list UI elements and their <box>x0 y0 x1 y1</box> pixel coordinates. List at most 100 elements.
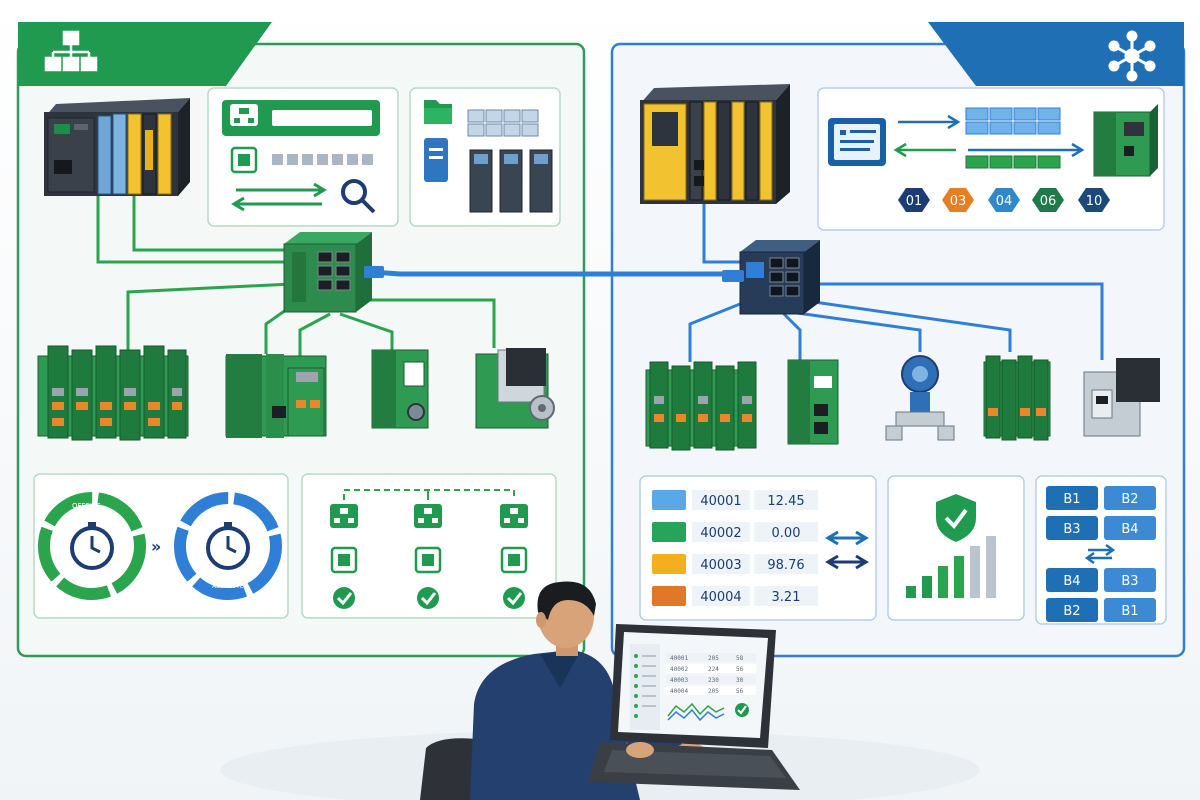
laptop-cell: 40002 <box>670 666 688 673</box>
modules-card <box>409 87 561 227</box>
data-mapping-card: 01 03 04 06 10 <box>817 87 1165 231</box>
signal-strength-icon <box>906 536 996 598</box>
plc-rack <box>44 98 190 196</box>
byte-tile: B3 <box>1104 568 1156 592</box>
chip-icon <box>230 146 258 174</box>
byte-swap-arrows <box>1084 543 1116 565</box>
laptop-cell: 40001 <box>670 655 688 662</box>
unit-id-3: 04 <box>988 188 1020 212</box>
ring-label-offsite: OFFSITE <box>72 502 101 510</box>
remote-io-coupler-right <box>787 359 839 445</box>
byte-tile: B2 <box>1046 598 1098 622</box>
register-grid-blue <box>965 107 1061 135</box>
register-color-swatch <box>652 554 686 574</box>
laptop-cell: 205 <box>708 688 719 695</box>
byte-tile: B4 <box>1046 568 1098 592</box>
byte-label: B2 <box>1063 604 1080 619</box>
ring-label-absolute: ABSOLUTE <box>212 583 244 590</box>
right-cables <box>688 204 1104 362</box>
ethernet-switch-right <box>739 240 820 315</box>
search-icon <box>341 179 376 214</box>
byte-tile: B1 <box>1046 486 1098 510</box>
register-value: 0.00 <box>772 526 801 541</box>
redundancy-card <box>301 473 557 619</box>
io-terminal-block-right-2 <box>983 355 1051 441</box>
register-address: 40002 <box>700 526 741 541</box>
timing-card: OFFSITE » ABSOLUTE <box>33 473 289 619</box>
engineer-hair <box>537 581 596 620</box>
byte-tile: B1 <box>1104 598 1156 622</box>
stopwatch-icon-right <box>206 522 250 570</box>
laptop-cell: 40004 <box>670 688 688 695</box>
stopwatch-icon-left <box>70 522 114 570</box>
shield-check-icon <box>936 494 976 542</box>
laptop-cell: 230 <box>708 677 719 684</box>
unit-id-1: 01 <box>898 188 930 212</box>
ring-arrow-chevrons: » <box>151 537 161 556</box>
register-value: 12.45 <box>767 494 804 509</box>
svg-text:04: 04 <box>996 194 1013 209</box>
register-address: 40004 <box>700 590 741 605</box>
laptop-cell: 58 <box>736 655 744 662</box>
byte-tile: B4 <box>1104 516 1156 540</box>
hierarchy-icon <box>44 30 98 72</box>
data-frame-icon <box>828 118 886 166</box>
swap-arrows <box>825 530 869 570</box>
servo-motor-right <box>1083 358 1160 437</box>
io-module-set <box>469 149 553 213</box>
register-row: 40002 0.00 <box>652 522 818 542</box>
left-panel: OFFSITE » ABSOLUTE <box>16 22 586 658</box>
byte-label: B4 <box>1063 574 1080 589</box>
byte-label: B4 <box>1121 522 1138 537</box>
register-grid-green <box>965 155 1061 169</box>
byte-tile: B3 <box>1046 516 1098 540</box>
byte-label: B2 <box>1121 492 1138 507</box>
unit-id-5: 10 <box>1078 188 1110 212</box>
laptop-cell: 30 <box>736 677 744 684</box>
folder-icon <box>424 100 452 124</box>
unit-id-4: 06 <box>1032 188 1064 212</box>
byte-label: B1 <box>1121 604 1138 619</box>
document-icon <box>424 138 448 182</box>
trend-line-green <box>667 702 725 717</box>
laptop-cell: 224 <box>708 666 719 673</box>
trunk-cable <box>364 266 744 282</box>
right-panel-header-tab <box>928 22 1184 86</box>
register-address: 40001 <box>700 494 741 509</box>
right-panel: 01 03 04 06 10 <box>610 22 1186 658</box>
exchange-arrows-icon <box>231 182 327 212</box>
laptop-cell: 205 <box>708 655 719 662</box>
svg-text:03: 03 <box>950 194 967 209</box>
security-card <box>887 475 1025 621</box>
register-color-swatch <box>652 490 686 510</box>
register-color-swatch <box>652 586 686 606</box>
byte-tile: B2 <box>1104 486 1156 510</box>
servo-motor-left <box>475 348 555 429</box>
laptop-cell: 40003 <box>670 677 688 684</box>
node-stack-3 <box>500 504 528 609</box>
io-terminal-block-right <box>645 361 757 451</box>
pressure-transmitter <box>885 355 955 441</box>
laptop-table-row: 40001 205 58 <box>666 653 756 662</box>
svg-text:10: 10 <box>1086 194 1103 209</box>
byte-label: B3 <box>1063 522 1080 537</box>
memory-grid <box>467 109 539 137</box>
node-stack-1 <box>330 504 358 609</box>
compact-controller <box>1093 104 1158 177</box>
trend-line-blue <box>667 708 725 722</box>
network-hub-icon <box>1108 30 1156 82</box>
bus-coupler-left <box>371 349 429 429</box>
byte-label: B1 <box>1063 492 1080 507</box>
safety-plc-rack <box>640 84 790 204</box>
io-terminal-block-left <box>37 345 189 441</box>
byte-label: B3 <box>1121 574 1138 589</box>
register-address: 40003 <box>700 558 741 573</box>
